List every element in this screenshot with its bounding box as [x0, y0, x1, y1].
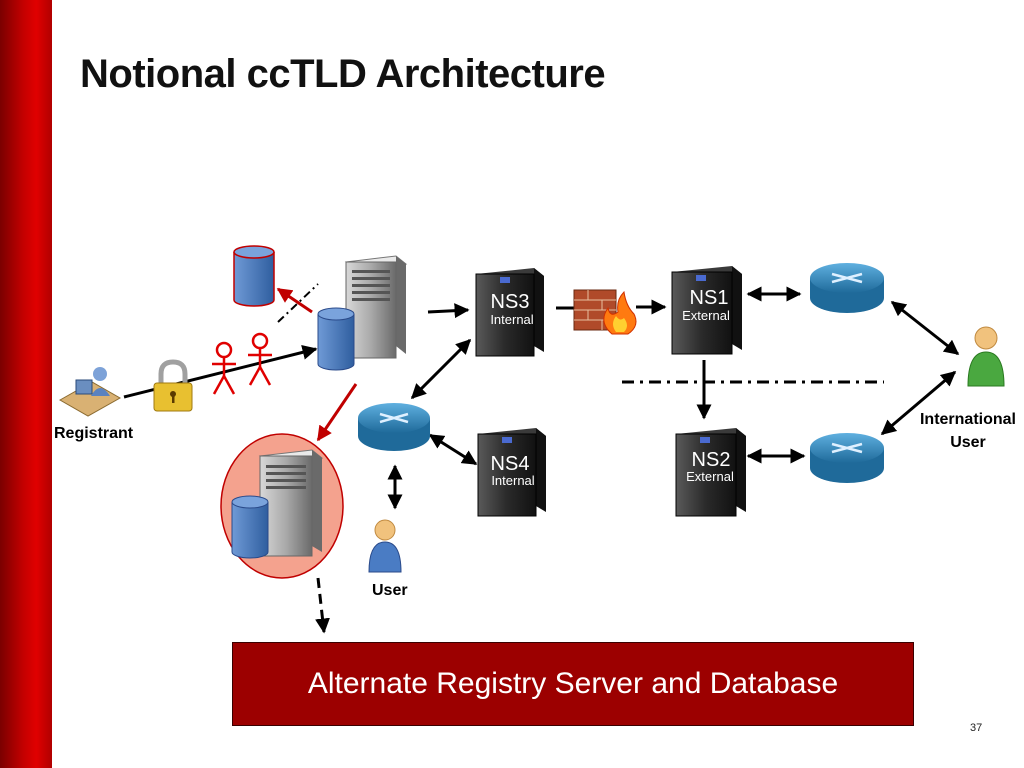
- international-user-icon: [967, 326, 1005, 387]
- router-icon-internal: [358, 403, 430, 451]
- firewall-icon: [573, 289, 637, 335]
- replication-arrows: [276, 287, 358, 442]
- slide-title: Notional ccTLD Architecture: [80, 52, 606, 96]
- registry-server-icon: [344, 255, 408, 359]
- alternate-registry-group: [220, 433, 344, 579]
- router-icon-ns2: [810, 433, 884, 483]
- ns4-server-icon: [477, 428, 546, 517]
- ns1-role: External: [682, 308, 730, 323]
- ns4-name: NS4: [491, 453, 530, 475]
- ns1-name: NS1: [690, 287, 729, 309]
- attacker-figures-icon: [212, 332, 272, 395]
- registrant-workstation-icon: [58, 367, 122, 417]
- database-icon-primary: [317, 307, 355, 371]
- international-user-label-line1: International: [920, 411, 1016, 428]
- ns3-name: NS3: [491, 291, 530, 313]
- padlock-icon: [153, 359, 193, 412]
- ns4-role: Internal: [491, 473, 534, 488]
- router-icon-ns1: [810, 263, 884, 313]
- ns3-role: Internal: [490, 312, 533, 327]
- database-icon-backup: [233, 245, 275, 307]
- user-label: User: [372, 582, 408, 599]
- side-accent-bar: [0, 0, 52, 768]
- registrant-label: Registrant: [54, 425, 134, 442]
- page-number: 37: [970, 722, 983, 734]
- ns2-server-icon: [675, 428, 746, 517]
- user-icon: [368, 519, 402, 573]
- ns2-role: External: [686, 469, 734, 484]
- divider-dashes: [277, 283, 884, 384]
- ns3-server-icon: [475, 268, 544, 357]
- alternate-registry-banner: Alternate Registry Server and Database: [232, 642, 914, 726]
- ns1-server-icon: [671, 266, 742, 355]
- ns2-name: NS2: [692, 449, 731, 471]
- international-user-label-line2: User: [950, 434, 986, 451]
